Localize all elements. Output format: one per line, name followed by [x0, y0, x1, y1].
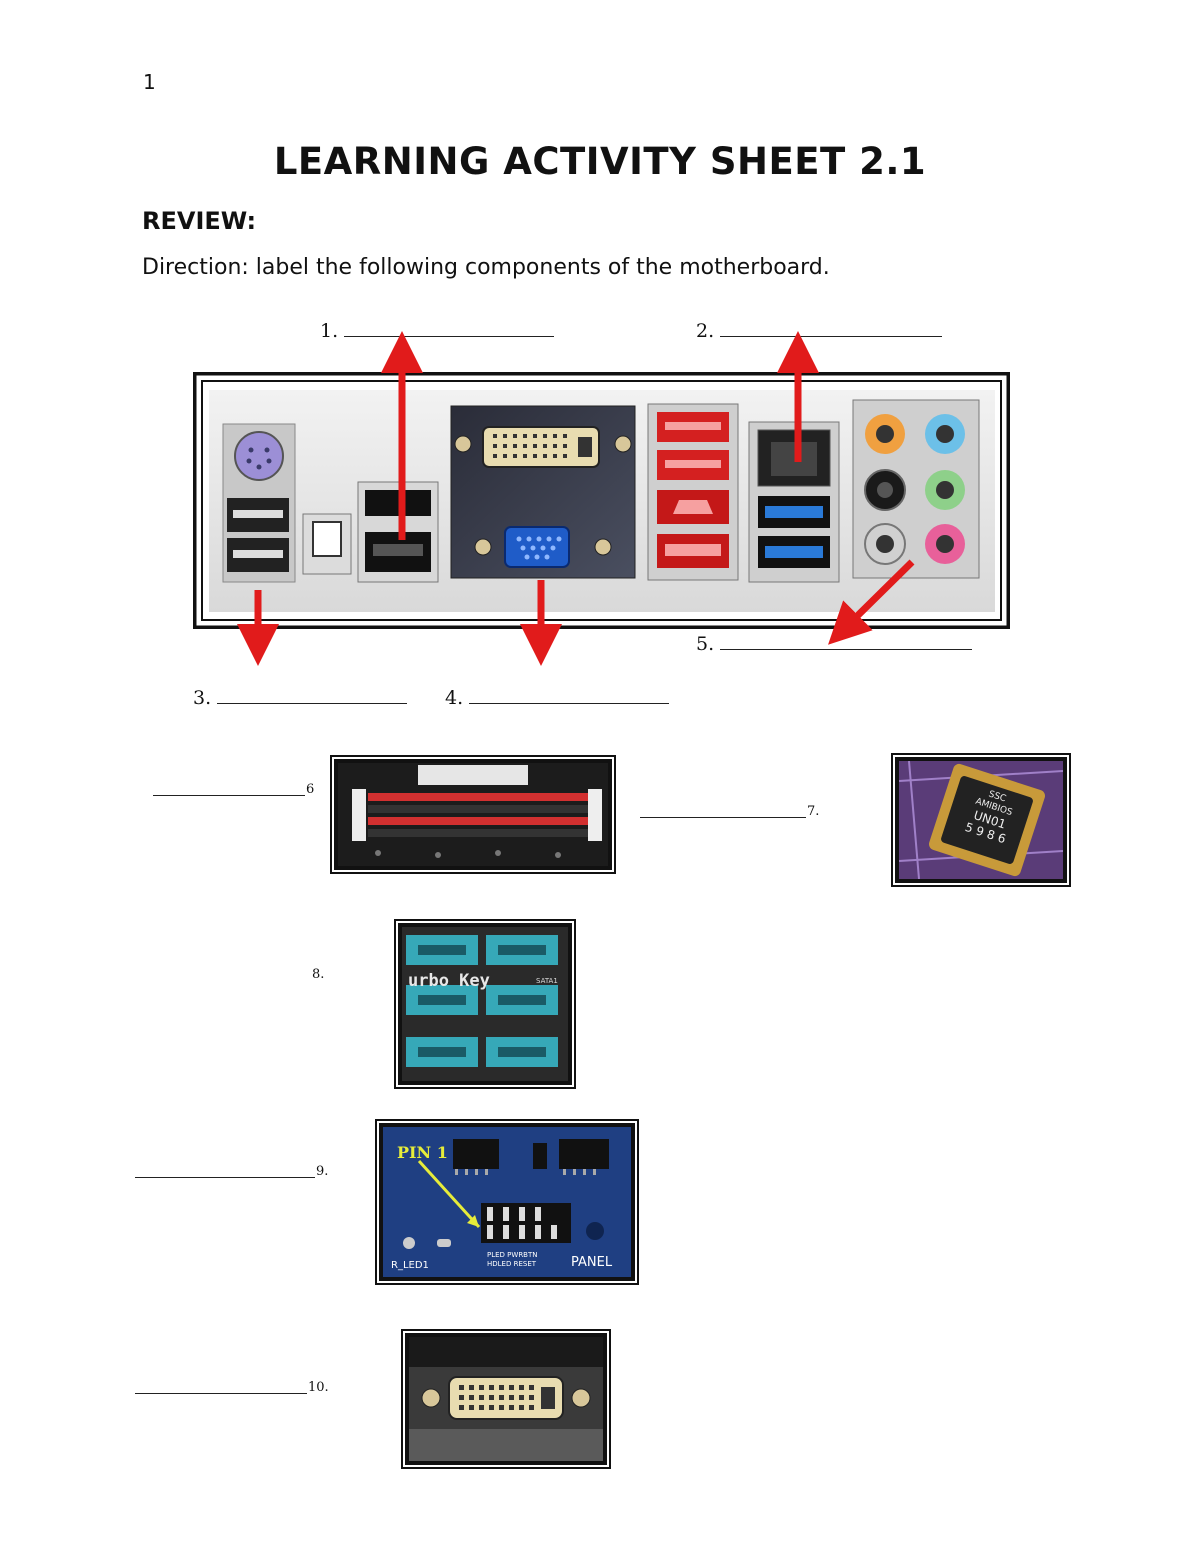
label-10: 10. — [308, 1380, 329, 1395]
arrow-5 — [828, 559, 915, 645]
label-8: 8. — [312, 967, 325, 982]
arrows-layer — [237, 331, 915, 666]
section-heading: REVIEW: — [142, 207, 257, 235]
sata-ports-image: urbo Key SATA1 — [398, 923, 572, 1085]
led-text: R_LED1 — [391, 1260, 429, 1271]
answer-blank-9[interactable] — [135, 1177, 315, 1178]
front-panel-header-image: PIN 1 PANEL PLED PWRBTN HDLED RESET R_LE… — [379, 1123, 635, 1281]
page-title: LEARNING ACTIVITY SHEET 2.1 — [273, 140, 927, 183]
label-4: 4. — [445, 687, 670, 709]
back-panel-image — [193, 372, 1010, 629]
sata-port-label: SATA1 — [536, 977, 558, 985]
panel-text: PANEL — [571, 1255, 613, 1270]
pin-1-label: PIN 1 — [397, 1143, 448, 1162]
label-2: 2. — [696, 320, 943, 342]
sata-board-text: urbo Key — [408, 971, 490, 991]
label-1: 1. — [320, 320, 555, 342]
answer-blank-5[interactable] — [720, 633, 973, 650]
label-3: 3. — [193, 687, 408, 709]
label-6: 6 — [306, 782, 315, 797]
ram-slots-image — [334, 759, 612, 870]
answer-blank-3[interactable] — [217, 687, 408, 704]
label-9: 9. — [316, 1164, 329, 1179]
page-number: 1 — [143, 70, 156, 94]
dvi-port-image — [405, 1333, 607, 1465]
direction-text: Direction: label the following component… — [142, 255, 830, 280]
answer-blank-10[interactable] — [135, 1393, 307, 1394]
answer-blank-1[interactable] — [344, 320, 555, 337]
answer-blank-2[interactable] — [720, 320, 943, 337]
answer-blank-4[interactable] — [469, 687, 670, 704]
answer-blank-6[interactable] — [153, 795, 305, 796]
label-5: 5. — [696, 633, 973, 655]
answer-blank-7[interactable] — [640, 817, 806, 818]
label-7: 7. — [807, 804, 820, 819]
panel-pin-names: PLED PWRBTN HDLED RESET — [487, 1251, 538, 1268]
bios-chip-image: SSC AMIBIOS UN01 5 9 8 6 — [895, 757, 1067, 883]
